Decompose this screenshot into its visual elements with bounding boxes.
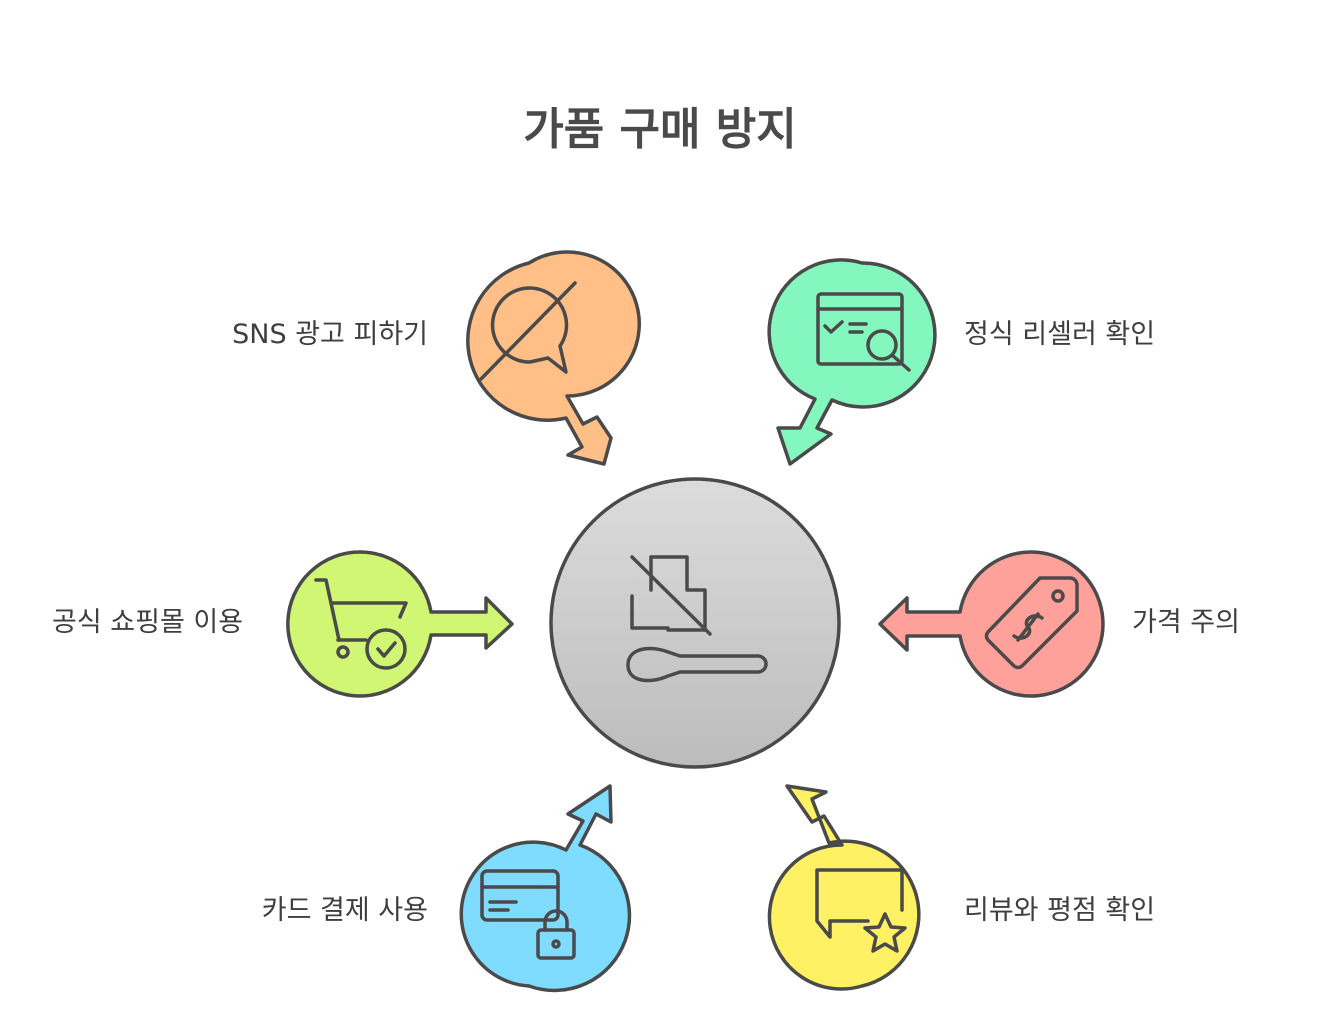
node-sns xyxy=(466,250,641,466)
node-mall xyxy=(286,550,514,698)
node-price xyxy=(878,550,1105,698)
label-price: 가격 주의 xyxy=(1132,607,1240,638)
label-card: 카드 결제 사용 xyxy=(261,895,428,926)
node-review xyxy=(767,784,921,991)
no-chat-icon xyxy=(479,281,577,381)
node-reseller xyxy=(767,258,937,466)
node-card xyxy=(459,784,632,993)
price-tag-icon xyxy=(984,576,1079,670)
label-reseller: 정식 리셀러 확인 xyxy=(964,319,1156,350)
diagram-title: 가품 구매 방지 xyxy=(523,104,797,155)
center-node xyxy=(549,477,841,769)
chat-star-icon xyxy=(815,868,907,953)
label-sns: SNS 광고 피하기 xyxy=(232,319,428,350)
label-review: 리뷰와 평점 확인 xyxy=(964,895,1156,926)
label-mall: 공식 쇼핑몰 이용 xyxy=(52,607,244,638)
no-counterfeit-product-icon xyxy=(626,555,768,683)
cart-check-icon xyxy=(314,578,408,670)
card-lock-icon xyxy=(480,869,576,960)
search-document-icon xyxy=(816,292,911,372)
